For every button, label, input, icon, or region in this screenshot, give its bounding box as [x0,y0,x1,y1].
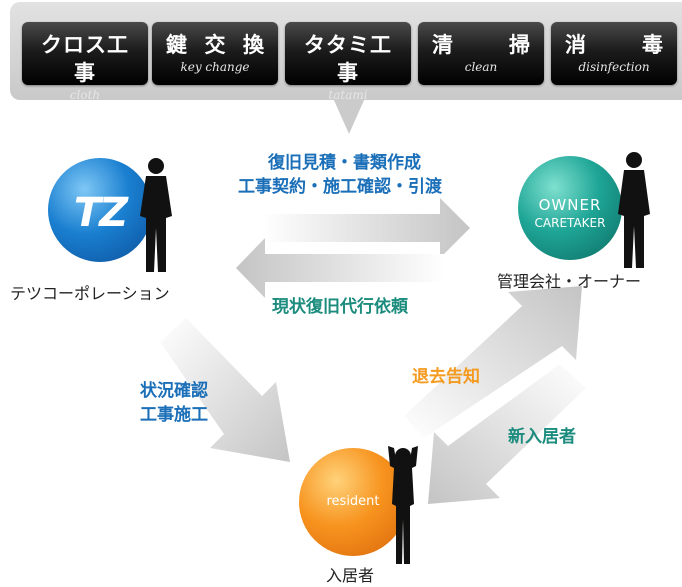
resident-badge: resident [326,494,380,509]
flow-company-to-owner-line2: 工事契約・施工確認・引渡 [238,177,442,197]
arrow-resident-to-owner [404,286,582,438]
arrow-company-to-resident [160,318,290,462]
arrow-company-to-owner [262,198,470,258]
flow-owner-to-company: 現状復旧代行依頼 [272,297,408,317]
person-silhouette-icon [140,158,172,272]
service-jp-label: クロス工事 [41,33,129,85]
service-en-label: tatami [328,88,368,102]
service-jp-char: 換 [243,33,264,57]
company-orb: TZ [48,158,152,262]
flow-resident-to-owner: 退去告知 [412,367,480,387]
service-en-label: disinfection [578,60,650,74]
service-jp-char: 掃 [509,33,530,57]
service-jp-char: 毒 [642,33,663,57]
owner-orb: OWNER CARETAKER [518,156,622,260]
service-jp-char: 交 [204,33,226,57]
person-silhouette-icon [618,152,650,268]
service-jp-char: 鍵 [166,33,187,57]
owner-label: 管理会社・オーナー [497,272,642,291]
service-tatami: タタミ工事 tatami [285,22,411,102]
service-key-change: 鍵交換 key change [152,22,278,85]
service-jp-label: 消毒 [551,31,677,59]
service-disinfection: 消毒 disinfection [551,22,677,85]
service-cloth: クロス工事 cloth [22,22,148,102]
service-en-label: clean [464,60,498,74]
owner-line2: CARETAKER [534,216,606,230]
service-jp-char: 清 [432,33,453,57]
flow-owner-to-resident: 新入居者 [508,427,576,447]
service-jp-label: 鍵交換 [152,31,278,59]
person-silhouette-icon [388,446,418,564]
service-en-label: cloth [69,88,101,102]
resident-orb: resident [299,448,407,556]
banner-pointer [333,98,365,134]
service-jp-char: 消 [565,33,586,57]
service-clean: 清掃 clean [418,22,544,85]
company-label: テツコーポレーション [10,284,170,303]
flow-company-to-resident-line2: 工事施工 [140,405,208,425]
service-jp-label: タタミ工事 [304,33,392,85]
arrow-owner-to-resident [428,364,586,504]
flow-company-to-owner-line1: 復旧見積・書類作成 [268,153,421,173]
flow-company-to-resident-line1: 状況確認 [140,381,208,401]
owner-line1: OWNER [538,196,602,214]
tz-logo-icon: TZ [73,190,128,236]
arrow-owner-to-company [236,238,445,298]
service-en-label: key change [180,60,250,74]
service-jp-label: 清掃 [418,31,544,59]
resident-label: 入居者 [326,566,375,585]
